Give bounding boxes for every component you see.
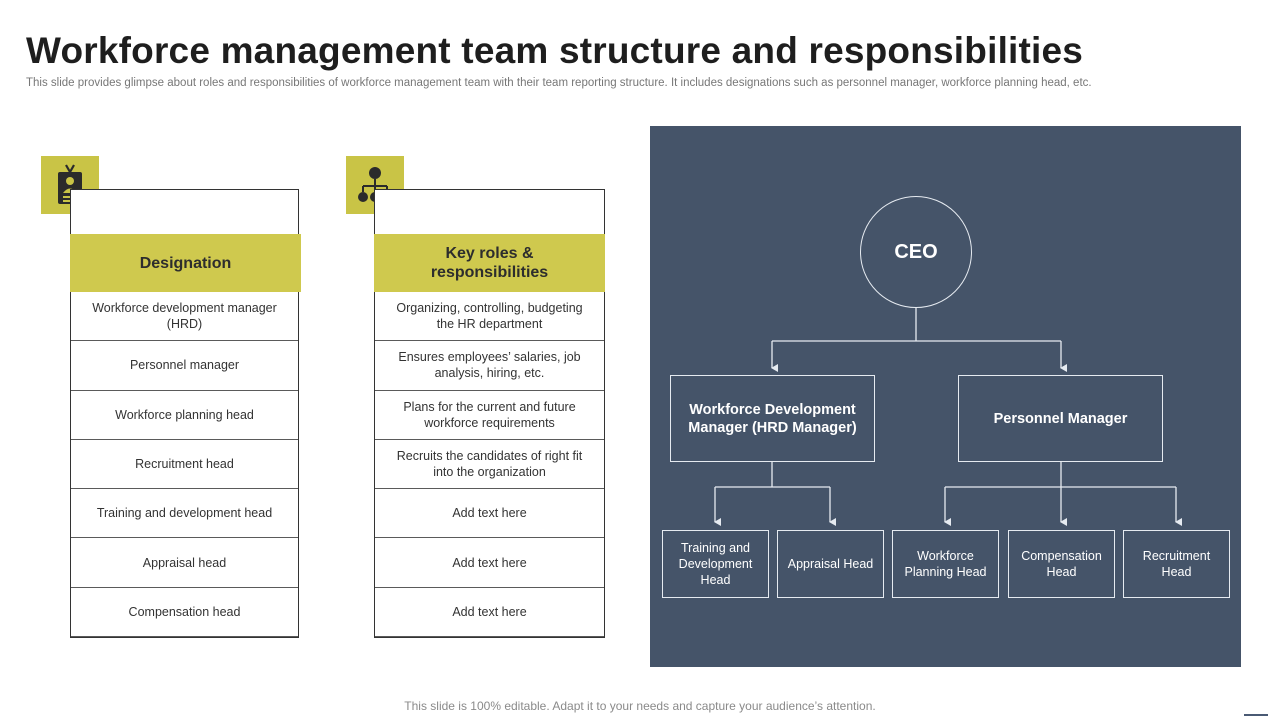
designation-row: Recruitment head — [71, 440, 298, 490]
designation-row: Personnel manager — [71, 341, 298, 391]
compensation-head-node: Compensation Head — [1008, 530, 1115, 598]
roles-header: Key roles & responsibilities — [374, 234, 605, 292]
corner-accent — [1244, 714, 1268, 716]
roles-row: Add text here — [375, 588, 604, 638]
roles-row: Plans for the current and future workfor… — [375, 391, 604, 440]
page-subtitle: This slide provides glimpse about roles … — [26, 77, 1092, 89]
designation-row: Compensation head — [71, 588, 298, 638]
ceo-node: CEO — [860, 196, 972, 308]
designation-table: Designation Workforce development manage… — [70, 189, 301, 638]
org-chart: CEO Workforce Development Manager (HRD M… — [650, 126, 1241, 667]
roles-table: Key roles & responsibilities Organizing,… — [374, 189, 605, 638]
roles-row: Add text here — [375, 489, 604, 539]
designation-row: Appraisal head — [71, 538, 298, 588]
designation-row: Workforce development manager (HRD) — [71, 292, 298, 342]
hrd-manager-node: Workforce Development Manager (HRD Manag… — [670, 375, 875, 462]
workforce-planning-head-node: Workforce Planning Head — [892, 530, 999, 598]
roles-row: Add text here — [375, 538, 604, 588]
roles-row: Organizing, controlling, budgeting the H… — [375, 292, 604, 342]
org-connectors — [714, 307, 1182, 526]
designation-row: Workforce planning head — [71, 391, 298, 440]
designation-row: Training and development head — [71, 489, 298, 539]
roles-row: Recruits the candidates of right fit int… — [375, 440, 604, 490]
training-head-node: Training and Development Head — [662, 530, 769, 598]
designation-header: Designation — [70, 234, 301, 292]
page-title: Workforce management team structure and … — [26, 30, 1084, 71]
roles-row: Ensures employees’ salaries, job analysi… — [375, 341, 604, 391]
appraisal-head-node: Appraisal Head — [777, 530, 884, 598]
recruitment-head-node: Recruitment Head — [1123, 530, 1230, 598]
footer-note: This slide is 100% editable. Adapt it to… — [404, 699, 876, 713]
personnel-manager-node: Personnel Manager — [958, 375, 1163, 462]
